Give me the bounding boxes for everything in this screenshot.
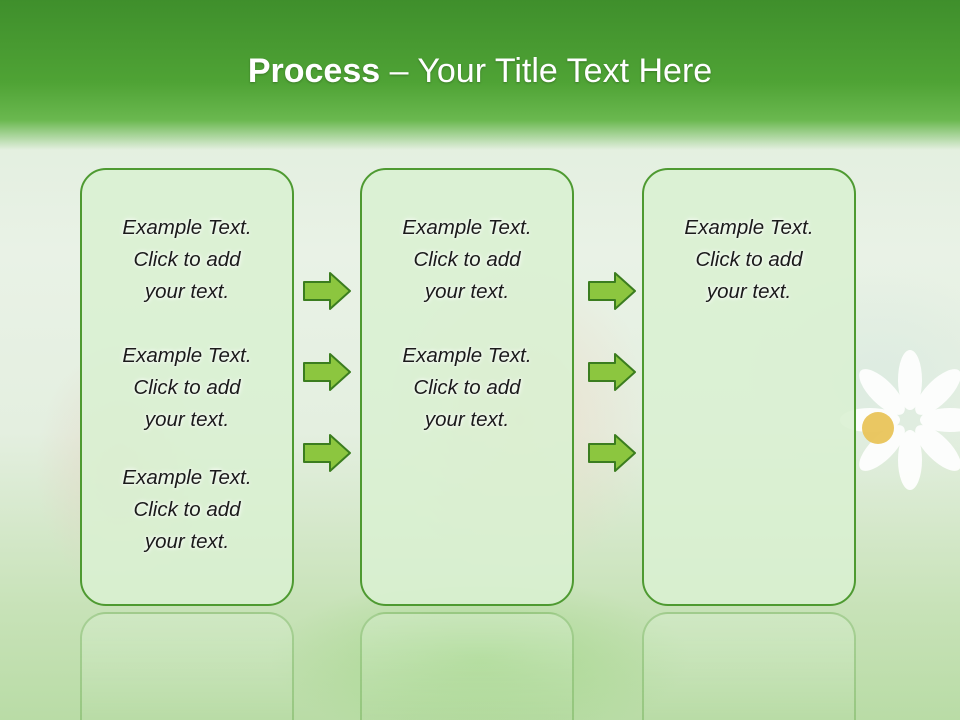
slide-title[interactable]: Process – Your Title Text Here: [0, 52, 960, 91]
title-bar: [0, 0, 960, 150]
process-box-3-reflection: [642, 612, 856, 720]
right-arrow-icon[interactable]: [587, 271, 637, 311]
example-text[interactable]: Example Text. Click to add your text.: [122, 216, 252, 303]
right-arrow-icon[interactable]: [302, 352, 352, 392]
process-box-3[interactable]: Example Text. Click to add your text.: [642, 168, 856, 606]
right-arrow-icon[interactable]: [302, 433, 352, 473]
example-text[interactable]: Example Text. Click to add your text.: [122, 344, 252, 431]
example-text[interactable]: Example Text. Click to add your text.: [684, 216, 814, 303]
title-bold: Process: [247, 52, 381, 90]
title-rest: – Your Title Text Here: [380, 52, 713, 90]
example-text[interactable]: Example Text. Click to add your text.: [402, 216, 532, 303]
process-box-2-reflection: [360, 612, 574, 720]
daisy-flower-icon: [840, 350, 960, 490]
right-arrow-icon[interactable]: [587, 433, 637, 473]
right-arrow-icon[interactable]: [302, 271, 352, 311]
process-box-1[interactable]: Example Text. Click to add your text. Ex…: [80, 168, 294, 606]
example-text[interactable]: Example Text. Click to add your text.: [402, 344, 532, 431]
process-box-2[interactable]: Example Text. Click to add your text. Ex…: [360, 168, 574, 606]
example-text[interactable]: Example Text. Click to add your text.: [122, 466, 252, 553]
right-arrow-icon[interactable]: [587, 352, 637, 392]
process-box-1-reflection: [80, 612, 294, 720]
